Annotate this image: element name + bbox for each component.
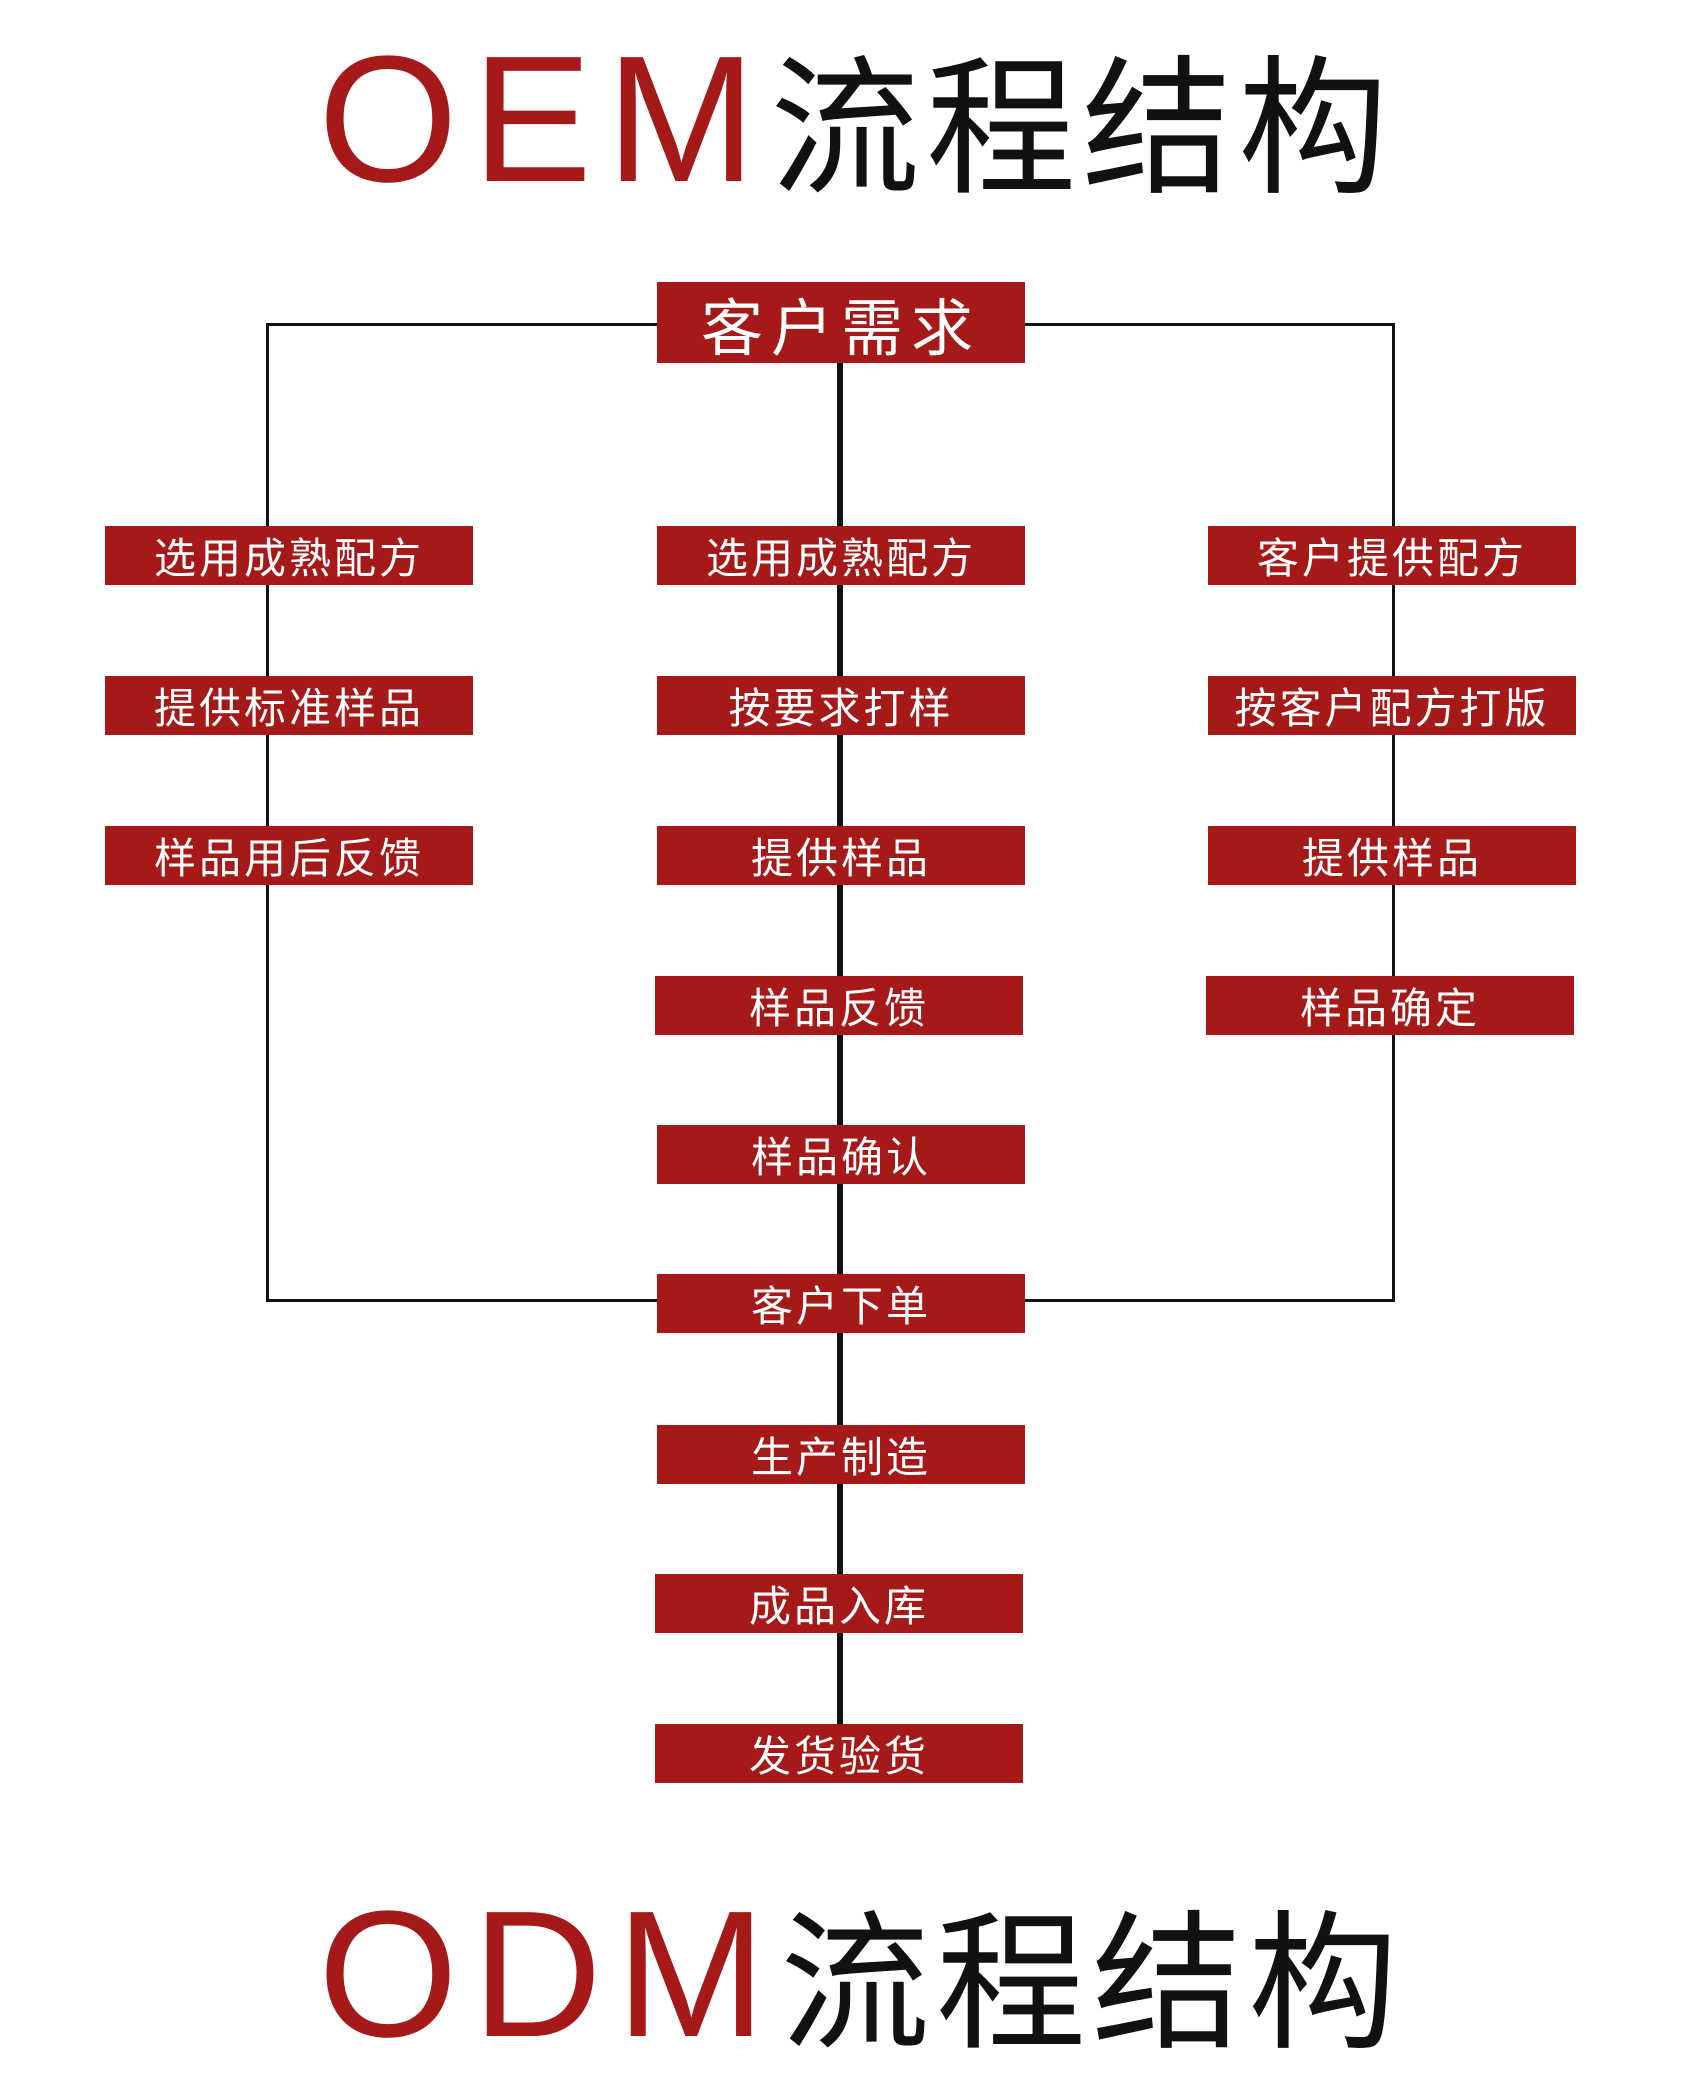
center-node: 选用成熟配方 <box>657 526 1025 585</box>
center-node: 样品确认 <box>657 1125 1025 1184</box>
right-node: 客户提供配方 <box>1208 526 1576 585</box>
page-title: OEM流程结构 <box>318 30 1394 210</box>
left-node: 样品用后反馈 <box>105 826 473 885</box>
next-title-en: ODM <box>318 1874 780 2075</box>
title-en: OEM <box>318 19 771 220</box>
center-node: 提供样品 <box>657 826 1025 885</box>
center-node: 按要求打样 <box>657 676 1025 735</box>
next-section-title: ODM流程结构 <box>318 1885 1404 2065</box>
right-node: 按客户配方打版 <box>1208 676 1576 735</box>
center-node: 样品反馈 <box>655 976 1023 1035</box>
connector-right <box>1392 323 1395 1302</box>
next-title-zh: 流程结构 <box>779 1898 1404 2072</box>
connector-left <box>266 323 269 1302</box>
right-node: 提供样品 <box>1208 826 1576 885</box>
center-node: 发货验货 <box>655 1724 1023 1783</box>
left-node: 提供标准样品 <box>105 676 473 735</box>
center-node: 生产制造 <box>657 1425 1025 1484</box>
title-zh: 流程结构 <box>770 43 1395 217</box>
right-node: 样品确定 <box>1206 976 1574 1035</box>
center-node: 客户下单 <box>657 1274 1025 1333</box>
left-node: 选用成熟配方 <box>105 526 473 585</box>
center-node: 成品入库 <box>655 1574 1023 1633</box>
node-customer-demand: 客户需求 <box>657 282 1025 365</box>
connector-center <box>837 360 843 1730</box>
